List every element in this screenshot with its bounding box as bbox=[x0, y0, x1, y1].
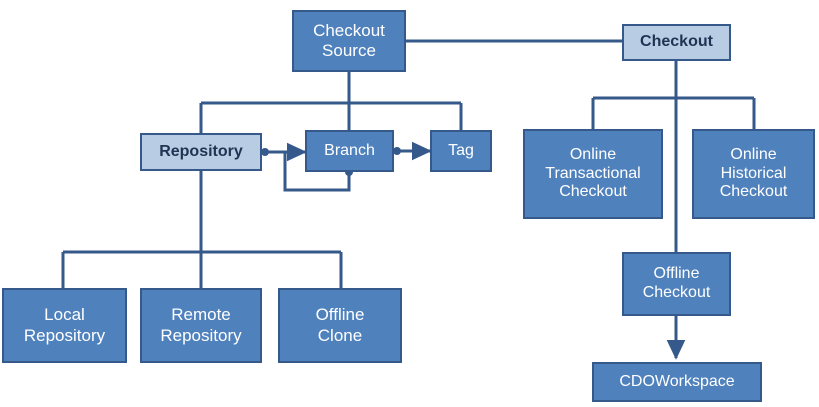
node-local-repository[interactable]: Local Repository bbox=[2, 288, 127, 363]
node-local-repository-label: Local Repository bbox=[23, 305, 106, 345]
node-offline-checkout[interactable]: Offline Checkout bbox=[622, 252, 731, 316]
node-online-transactional-checkout-label: Online Transactional Checkout bbox=[545, 145, 641, 201]
node-checkout-source[interactable]: Checkout Source bbox=[292, 10, 406, 72]
junction-dot-branch-out bbox=[393, 147, 401, 155]
node-cdo-workspace[interactable]: CDOWorkspace bbox=[592, 362, 762, 402]
node-online-transactional-checkout[interactable]: Online Transactional Checkout bbox=[523, 129, 663, 219]
node-tag-label: Tag bbox=[448, 141, 474, 159]
edge-branch-self-loop bbox=[283, 152, 351, 192]
node-remote-repository[interactable]: Remote Repository bbox=[140, 288, 262, 363]
node-cdo-workspace-label: CDOWorkspace bbox=[619, 372, 735, 390]
node-checkout[interactable]: Checkout bbox=[622, 24, 731, 61]
node-branch-label: Branch bbox=[324, 141, 375, 159]
node-offline-clone[interactable]: Offline Clone bbox=[278, 288, 402, 363]
node-online-historical-checkout-label: Online Historical Checkout bbox=[719, 145, 788, 201]
node-tag[interactable]: Tag bbox=[430, 130, 492, 172]
node-branch[interactable]: Branch bbox=[305, 130, 394, 172]
node-offline-checkout-label: Offline Checkout bbox=[642, 265, 711, 301]
node-online-historical-checkout[interactable]: Online Historical Checkout bbox=[692, 129, 815, 219]
junction-dot-repository-out bbox=[261, 148, 269, 156]
node-checkout-source-label: Checkout Source bbox=[313, 20, 385, 60]
node-repository[interactable]: Repository bbox=[140, 133, 262, 171]
node-remote-repository-label: Remote Repository bbox=[160, 305, 242, 345]
node-checkout-label: Checkout bbox=[640, 33, 713, 51]
node-offline-clone-label: Offline Clone bbox=[315, 305, 365, 345]
node-repository-label: Repository bbox=[159, 142, 243, 160]
